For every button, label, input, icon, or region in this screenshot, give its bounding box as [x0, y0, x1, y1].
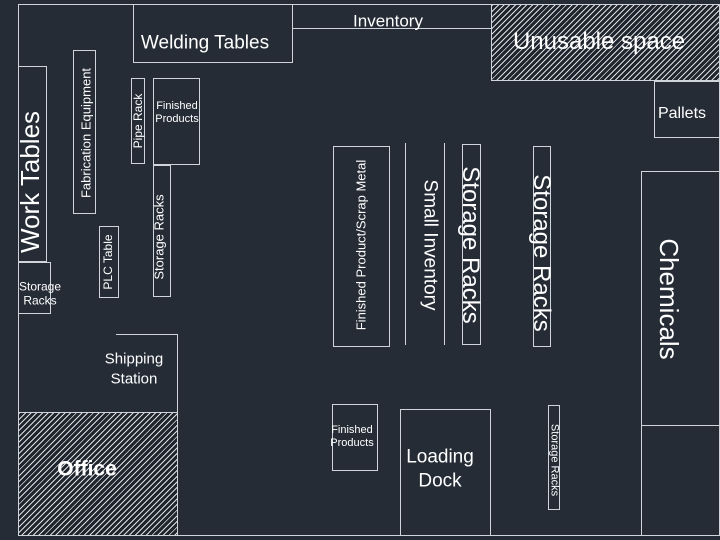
work-tables-label: Work Tables: [15, 110, 45, 254]
pipe-rack-label: Pipe Rack: [131, 93, 145, 149]
pipe-rack-zone: [131, 78, 145, 164]
loading-dock-zone: [400, 409, 491, 536]
plc-table-label: PLC Table: [101, 234, 115, 290]
storage-racks-small-zone: [18, 262, 51, 314]
finished-products-top-line1: Finished: [156, 99, 198, 112]
finished-products-top-line2: Products: [155, 113, 199, 125]
storage-racks-bottom-zone: [548, 405, 560, 510]
chemicals-lower-wall: [641, 425, 642, 536]
storage-racks-left-label: Storage Racks: [151, 194, 167, 280]
welding-tables-label: Welding Tables: [140, 32, 270, 54]
inventory-label: Inventory: [353, 11, 423, 31]
small-inventory-right-line: [444, 143, 445, 345]
shipping-station-label: Shipping Station: [105, 350, 163, 389]
chemicals-label: Chemicals: [654, 238, 684, 360]
storage-racks-right-label: Storage Racks: [528, 174, 555, 332]
storage-racks-center-zone: [462, 144, 481, 345]
unusable-space-zone: [491, 4, 720, 81]
fabrication-equipment-label: Fabrication Equipment: [78, 67, 94, 199]
small-inventory-left-line: [405, 143, 406, 345]
small-inventory-label: Small Inventory: [419, 179, 441, 311]
finished-products-bottom-zone: [332, 404, 378, 471]
finished-products-top-label: Finished Products: [155, 100, 198, 126]
shipping-station-line1: Shipping: [104, 350, 164, 368]
loading-dock-line1: Loading: [406, 446, 474, 468]
loading-dock-line2: Dock: [418, 470, 462, 491]
office-zone: [18, 412, 178, 536]
storage-racks-small-line1: Storage: [18, 279, 62, 294]
finished-product-scrap-label: Finished Product/Scrap Metal: [353, 159, 369, 331]
storage-racks-small-label: Storage Racks: [19, 280, 61, 309]
shipping-station-line2: Station: [110, 370, 158, 387]
fabrication-equipment-zone: [73, 50, 96, 214]
storage-racks-left-zone: [153, 165, 171, 297]
finished-products-bottom-label: Finished Products: [330, 424, 373, 450]
storage-racks-center-label: Storage Racks: [457, 166, 484, 324]
inventory-divider: [292, 28, 492, 29]
plc-table-zone: [99, 226, 119, 298]
pallets-label: Pallets: [657, 105, 707, 122]
shipping-top-wall: [116, 334, 178, 335]
office-label: Office: [57, 457, 117, 481]
welding-tables-zone: [133, 4, 293, 63]
finished-products-bottom-line1: Finished: [331, 423, 373, 436]
finished-products-top-zone: [153, 78, 200, 165]
storage-racks-small-line2: Racks: [23, 294, 57, 308]
unusable-space-label: Unusable space: [512, 28, 686, 55]
finished-product-scrap-zone: [333, 146, 390, 347]
finished-products-bottom-line2: Products: [330, 437, 374, 449]
work-tables-zone: [18, 66, 47, 262]
storage-racks-bottom-label: Storage Racks: [548, 423, 561, 497]
loading-dock-label: Loading Dock: [406, 445, 474, 493]
storage-racks-right-zone: [533, 146, 551, 347]
